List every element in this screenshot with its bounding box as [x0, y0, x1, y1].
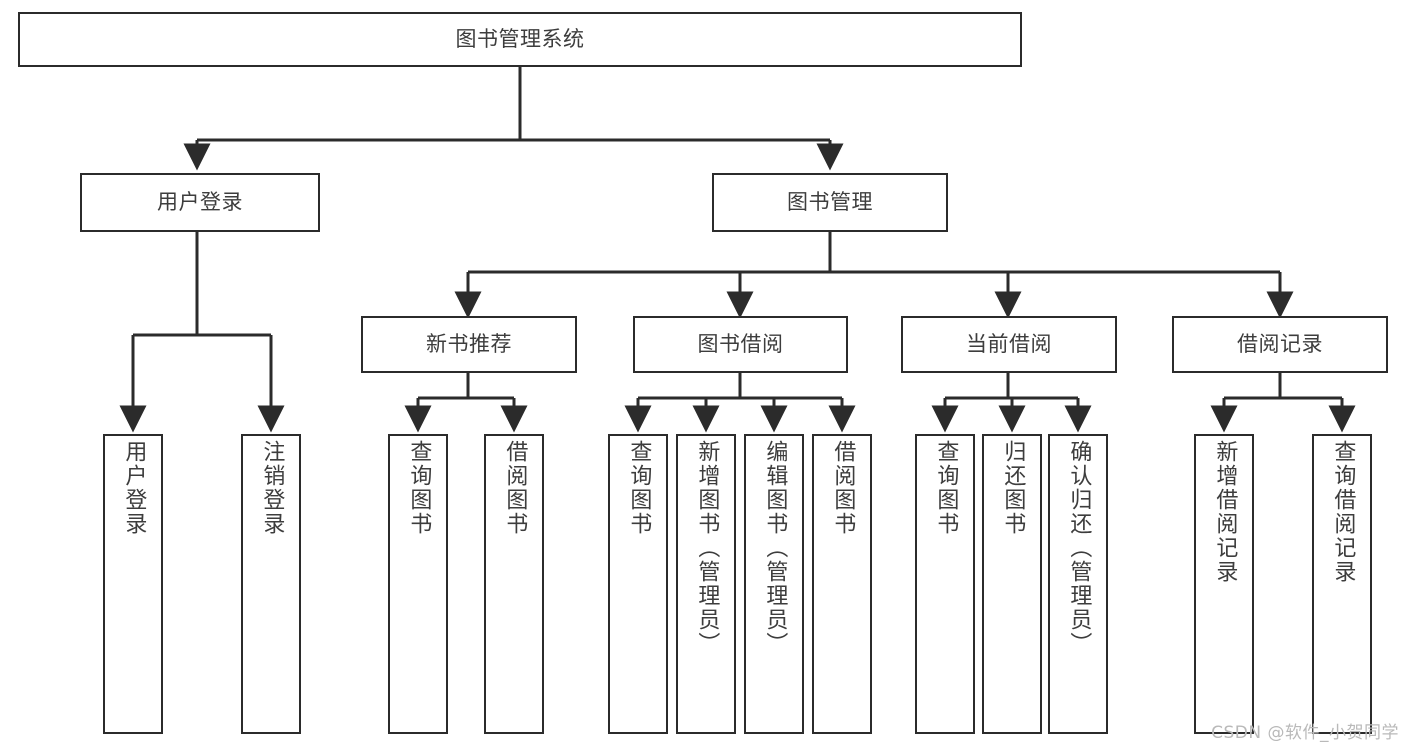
- node-label: 图书管理系统: [455, 26, 585, 51]
- node-leaf-query-books-recommend[interactable]: 查询图书: [388, 434, 448, 734]
- node-label: 查询图书: [933, 440, 959, 536]
- node-label: 用户登录: [121, 440, 147, 536]
- node-leaf-return-books[interactable]: 归还图书: [982, 434, 1042, 734]
- node-leaf-edit-book-admin[interactable]: 编辑图书（管理员）: [744, 434, 804, 734]
- node-book-management[interactable]: 图书管理: [712, 173, 948, 232]
- node-leaf-borrow-books-recommend[interactable]: 借阅图书: [484, 434, 544, 734]
- node-label: 查询图书: [406, 440, 432, 536]
- node-leaf-logout[interactable]: 注销登录: [241, 434, 301, 734]
- node-label: 图书借阅: [697, 331, 784, 356]
- node-label: 用户登录: [157, 189, 243, 214]
- node-leaf-user-login[interactable]: 用户登录: [103, 434, 163, 734]
- node-label: 新增借阅记录: [1212, 440, 1238, 584]
- node-label: 图书管理: [787, 189, 873, 214]
- node-leaf-borrow-books[interactable]: 借阅图书: [812, 434, 872, 734]
- node-label: 查询图书: [626, 440, 652, 536]
- node-borrowing-record[interactable]: 借阅记录: [1172, 316, 1388, 373]
- node-label: 借阅图书: [502, 440, 528, 536]
- node-label: 当前借阅: [966, 331, 1052, 356]
- node-current-borrowing[interactable]: 当前借阅: [901, 316, 1117, 373]
- node-leaf-add-book-admin[interactable]: 新增图书（管理员）: [676, 434, 736, 734]
- node-label: 新书推荐: [426, 331, 512, 356]
- node-leaf-confirm-return-admin[interactable]: 确认归还（管理员）: [1048, 434, 1108, 734]
- node-label: 借阅记录: [1237, 331, 1323, 356]
- node-leaf-query-books-borrow[interactable]: 查询图书: [608, 434, 668, 734]
- node-label: 归还图书: [1000, 440, 1026, 536]
- node-label: 确认归还（管理员）: [1066, 440, 1092, 656]
- node-book-borrowing[interactable]: 图书借阅: [633, 316, 848, 373]
- node-label: 编辑图书（管理员）: [762, 440, 788, 656]
- node-leaf-query-borrow-record[interactable]: 查询借阅记录: [1312, 434, 1372, 734]
- node-new-book-recommendation[interactable]: 新书推荐: [361, 316, 577, 373]
- node-label: 注销登录: [259, 440, 285, 536]
- node-label: 新增图书（管理员）: [694, 440, 720, 656]
- node-leaf-query-books-current[interactable]: 查询图书: [915, 434, 975, 734]
- node-root-book-management-system[interactable]: 图书管理系统: [18, 12, 1022, 67]
- node-leaf-add-borrow-record[interactable]: 新增借阅记录: [1194, 434, 1254, 734]
- node-label: 借阅图书: [830, 440, 856, 536]
- node-label: 查询借阅记录: [1330, 440, 1356, 584]
- node-user-login[interactable]: 用户登录: [80, 173, 320, 232]
